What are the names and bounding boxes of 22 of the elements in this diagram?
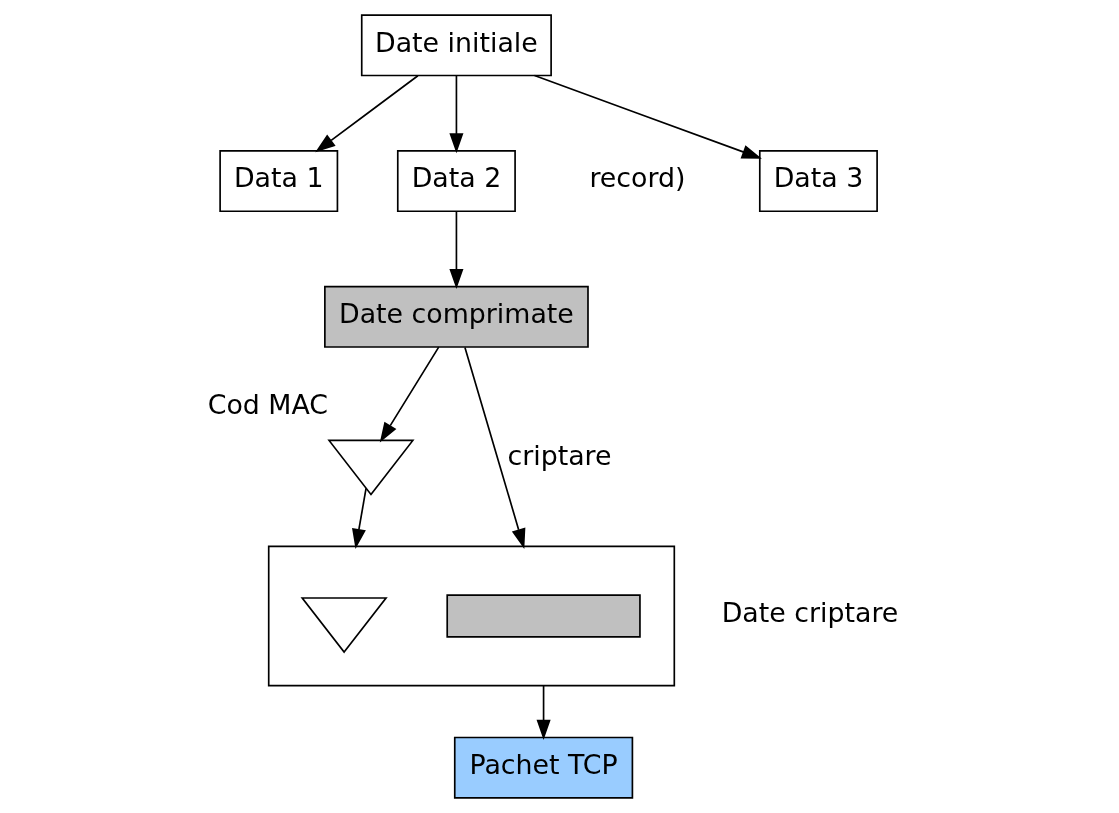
node-box: Pachet TCP <box>453 736 634 799</box>
arrow <box>464 346 526 549</box>
arrow <box>533 74 762 159</box>
arrow <box>449 74 464 154</box>
node-box: Data 1 <box>219 150 339 213</box>
node-box: Date initiale <box>360 14 552 77</box>
arrow <box>379 346 440 443</box>
arrow <box>536 684 551 740</box>
edge-label: criptare <box>507 439 612 471</box>
arrow <box>315 74 419 153</box>
cluster <box>267 545 676 687</box>
node-triangle <box>327 439 415 496</box>
arrow <box>449 210 464 290</box>
label: record) <box>589 162 686 194</box>
node-box: Data 2 <box>396 150 516 213</box>
node-label: Date criptare <box>721 597 899 629</box>
node-triangle <box>300 597 388 654</box>
arrow <box>352 487 367 549</box>
node-bar <box>446 594 641 638</box>
node-label: Cod MAC <box>207 388 329 420</box>
node-box: Date comprimate <box>324 285 589 348</box>
node-box: Data 3 <box>758 150 878 213</box>
